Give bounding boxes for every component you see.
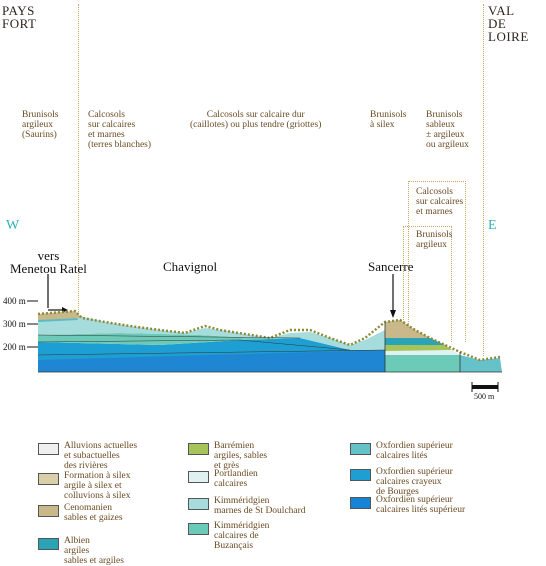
legend-swatch <box>350 469 371 481</box>
val-de-loire-boundary <box>483 4 484 356</box>
altitude-300: 300 m <box>3 319 26 329</box>
surface-outline <box>37 309 501 362</box>
region-pays-fort: PAYS FORT <box>2 3 37 31</box>
legend-label: Kimméridgien marnes de St Doulchard <box>214 496 306 516</box>
legend-swatch <box>188 471 209 483</box>
layer-cenomanien <box>38 311 82 320</box>
direction-west: W <box>6 218 20 233</box>
soil-calcosols-caillotes: Calcosols sur calcaire dur (caillotes) o… <box>190 110 322 130</box>
layer-sancerre-cenomanien <box>385 320 430 340</box>
soil-brunisols-saurins: Brunisols argileux (Saurins) <box>22 110 59 140</box>
town-sancerre: Sancerre <box>368 259 414 274</box>
legend-swatch <box>350 443 371 455</box>
altitude-400: 400 m <box>3 296 26 306</box>
pays-fort-boundary <box>78 4 79 316</box>
layer-sancerre-portlandien <box>385 350 460 356</box>
legend-label: Formation à silex argile à silex et coll… <box>64 471 131 501</box>
layer-oxfordien-crayeux <box>38 338 385 360</box>
boundary-2 <box>37 339 351 351</box>
legend-swatch <box>350 497 371 509</box>
legend-label: Barrémien argiles, sables et grès <box>214 441 268 471</box>
legend-label: Cenomanien sables et gaizes <box>64 503 123 523</box>
boundary-3 <box>37 349 386 356</box>
brunisols-box <box>403 226 452 342</box>
boundary-1 <box>37 334 301 339</box>
legend-swatch <box>188 523 209 535</box>
layer-kimmeridgien-marnes <box>38 315 385 350</box>
legend-label: Oxfordien supérieur calcaires crayeux de… <box>376 467 453 497</box>
soil-brunisols-argileux: Brunisols argileux <box>416 230 453 250</box>
soil-calcosols-terres: Calcosols sur calcaires et marnes (terre… <box>88 110 152 150</box>
town-menetou: vers Menetou Ratel <box>10 248 87 276</box>
legend-label: Oxfordien supérieur calcaires lités supé… <box>376 495 466 515</box>
legend-swatch <box>38 505 59 517</box>
town-chavignol: Chavignol <box>163 259 218 274</box>
legend-label: Albien argiles sables et argiles <box>64 536 124 566</box>
soil-brunisols-sableux: Brunisols sableux ± argileux ou argileux <box>426 110 469 150</box>
scale-bar <box>472 385 498 389</box>
legend-label: Kimméridgien calcaires de Buzançais <box>214 521 270 551</box>
legend-swatch <box>38 538 59 550</box>
calcosols-box <box>408 181 466 342</box>
soil-brunisols-silex: Brunisols à silex <box>370 110 407 130</box>
legend-label: Portlandien calcaires <box>214 469 258 489</box>
geological-profile <box>27 274 502 392</box>
altitude-200: 200 m <box>3 342 26 352</box>
legend-swatch <box>188 443 209 455</box>
legend-swatch <box>38 473 59 485</box>
soil-calcosols-marnes: Calcosols sur calcaires et marnes <box>416 187 464 217</box>
layer-sancerre-albien <box>385 338 445 346</box>
legend-swatch <box>38 443 59 455</box>
direction-east: E <box>488 218 497 233</box>
layer-sancerre-kimmeridgien <box>385 355 470 372</box>
legend-swatch <box>188 498 209 510</box>
legend-label: Alluvions actuelles et subactuelles des … <box>64 441 138 471</box>
legend-label: Oxfordien supérieur calcaires lités <box>376 441 453 461</box>
region-val-de-loire: VAL DE LOIRE <box>488 3 529 44</box>
arrow-sancerre-tip <box>390 310 396 318</box>
scale-label: 500 m <box>474 392 495 401</box>
